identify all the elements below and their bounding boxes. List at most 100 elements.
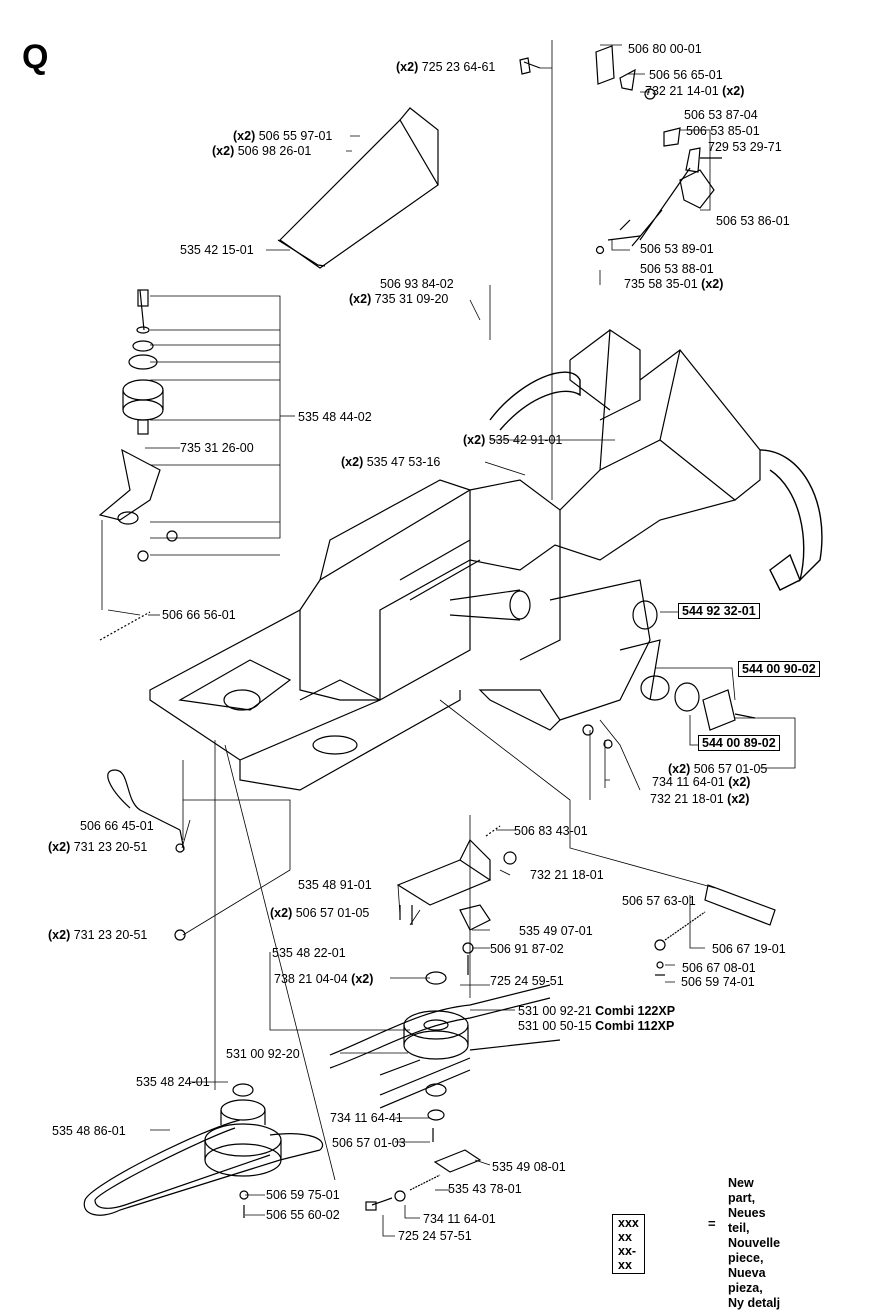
part-number: 732 21 18-01 <box>650 792 724 806</box>
part-number: 531 00 92-20 <box>226 1047 300 1061</box>
quantity-prefix: (x2) <box>270 906 296 920</box>
quantity-prefix: (x2) <box>233 129 259 143</box>
part-number: 506 83 43-01 <box>514 824 588 838</box>
return-spring-and-cable <box>107 769 501 941</box>
part-label: 544 00 89-02 <box>698 735 780 751</box>
part-number: 506 66 56-01 <box>162 608 236 622</box>
part-number: 725 23 64-61 <box>421 60 496 74</box>
part-label: 506 53 85-01 <box>686 124 760 138</box>
part-label: 732 21 14-01 (x2) <box>645 84 744 98</box>
quantity-prefix: (x2) <box>349 292 375 306</box>
part-number: 734 11 64-01 <box>652 775 725 789</box>
part-number: 735 58 35-01 <box>624 277 698 291</box>
part-label: (x2) 731 23 20-51 <box>48 840 147 854</box>
part-number: 731 23 20-51 <box>73 840 148 854</box>
part-label: 535 49 08-01 <box>492 1160 566 1174</box>
part-number: 531 00 50-15 <box>518 1019 592 1033</box>
part-number: 535 43 78-01 <box>448 1182 522 1196</box>
part-number: 506 53 86-01 <box>716 214 790 228</box>
part-number: 725 24 59-51 <box>490 974 564 988</box>
part-number: 506 57 63-01 <box>622 894 696 908</box>
legend-line: Ny detalj <box>728 1296 781 1310</box>
part-label: (x2) 731 23 20-51 <box>48 928 147 942</box>
part-number: 506 57 01-05 <box>693 762 768 776</box>
part-number: 506 91 87-02 <box>490 942 564 956</box>
part-number: 732 21 18-01 <box>530 868 604 882</box>
section-letter: Q <box>22 38 49 76</box>
legend-line: Nouvelle piece, <box>728 1236 781 1265</box>
quantity-prefix: (x2) <box>341 455 367 469</box>
part-label: 531 00 92-21 Combi 122XP <box>518 1004 675 1018</box>
part-label: 506 56 65-01 <box>649 68 723 82</box>
part-label: 506 83 43-01 <box>514 824 588 838</box>
part-number: 535 47 53-16 <box>366 455 441 469</box>
part-number: 506 93 84-02 <box>380 277 454 291</box>
part-label: 535 43 78-01 <box>448 1182 522 1196</box>
part-label: (x2) 535 47 53-16 <box>341 455 440 469</box>
part-number: 535 48 44-02 <box>298 410 372 424</box>
legend-text: New part, Neues teil, Nouvelle piece, Nu… <box>728 1176 780 1311</box>
part-number: 535 49 07-01 <box>519 924 593 938</box>
part-number: 506 59 75-01 <box>266 1188 340 1202</box>
quantity-suffix: (x2) <box>723 792 750 806</box>
part-number: 535 49 08-01 <box>492 1160 566 1174</box>
part-number: 506 66 45-01 <box>80 819 154 833</box>
part-label: 544 92 32-01 <box>678 603 760 619</box>
part-number: 738 21 04-04 <box>274 972 348 986</box>
part-label: 506 59 74-01 <box>681 975 755 989</box>
part-label: (x2) 535 42 91-01 <box>463 433 562 447</box>
lower-bracket-spring-bolt <box>365 1149 482 1211</box>
part-label: 734 11 64-01 <box>423 1212 496 1226</box>
axle-tubes <box>399 539 756 749</box>
quantity-suffix: (x2) <box>718 84 745 98</box>
part-label: 506 53 87-04 <box>684 108 758 122</box>
drive-pulley-and-belts <box>329 971 561 1142</box>
part-number: 535 48 22-01 <box>272 946 346 960</box>
part-label: 506 57 63-01 <box>622 894 696 908</box>
new-part-number: 544 92 32-01 <box>678 603 760 619</box>
part-label: 729 53 29-71 <box>708 140 782 154</box>
part-label: (x2) 506 57 01-05 <box>270 906 369 920</box>
part-label: 535 48 24-01 <box>136 1075 210 1089</box>
part-label: 506 59 75-01 <box>266 1188 340 1202</box>
legend-line: Nueva pieza, <box>728 1266 766 1295</box>
part-label: 506 67 19-01 <box>712 942 786 956</box>
part-label: 506 66 56-01 <box>162 608 236 622</box>
part-label: 506 53 88-01 <box>640 262 714 276</box>
legend-equals: = <box>708 1216 716 1231</box>
part-label: 535 48 86-01 <box>52 1124 126 1138</box>
part-label: 535 49 07-01 <box>519 924 593 938</box>
part-label: 735 58 35-01 (x2) <box>624 277 723 291</box>
part-number: 506 53 88-01 <box>640 262 714 276</box>
seat-bracket-plate <box>277 107 439 269</box>
part-label: 535 42 15-01 <box>180 243 254 257</box>
part-label: 535 48 22-01 <box>272 946 346 960</box>
part-number: 725 24 57-51 <box>398 1229 472 1243</box>
part-number: 735 31 09-20 <box>374 292 449 306</box>
part-number: 731 23 20-51 <box>73 928 148 942</box>
part-label: 506 93 84-02 <box>380 277 454 291</box>
quantity-prefix: (x2) <box>463 433 489 447</box>
part-number: 506 57 01-05 <box>295 906 370 920</box>
part-label: 506 53 89-01 <box>640 242 714 256</box>
part-number: 506 53 85-01 <box>686 124 760 138</box>
part-label: 725 24 59-51 <box>490 974 564 988</box>
part-label: 725 24 57-51 <box>398 1229 472 1243</box>
part-label: 535 48 44-02 <box>298 410 372 424</box>
part-number: 531 00 92-21 <box>518 1004 592 1018</box>
part-label: 544 00 90-02 <box>738 661 820 677</box>
part-number: 506 67 19-01 <box>712 942 786 956</box>
quantity-suffix: (x2) <box>697 277 724 291</box>
part-label: 506 80 00-01 <box>628 42 702 56</box>
part-label: 535 48 91-01 <box>298 878 372 892</box>
part-label: 506 67 08-01 <box>682 961 756 975</box>
part-label: 506 66 45-01 <box>80 819 154 833</box>
quantity-prefix: (x2) <box>668 762 694 776</box>
part-label: (x2) 735 31 09-20 <box>349 292 448 306</box>
quantity-suffix: Combi 122XP <box>591 1004 676 1018</box>
part-number: 506 80 00-01 <box>628 42 702 56</box>
main-chassis-frame <box>149 328 761 791</box>
part-label: 506 57 01-03 <box>332 1136 406 1150</box>
part-label: (x2) 725 23 64-61 <box>396 60 495 74</box>
leader-lines <box>101 40 796 1237</box>
